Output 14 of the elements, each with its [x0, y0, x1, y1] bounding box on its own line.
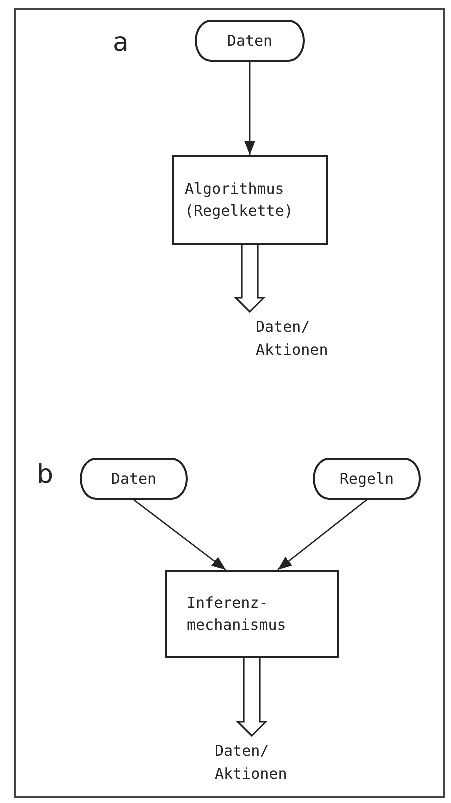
terminal-shape: Daten [80, 458, 188, 500]
block-arrow [236, 657, 268, 738]
process-box: Algorithmus (Regelkette) [172, 155, 328, 245]
block-arrow [234, 244, 266, 314]
panel-letter: a [113, 28, 129, 58]
arrow [278, 499, 368, 571]
arrow [134, 499, 226, 571]
output-text: Daten/ Aktionen [215, 740, 305, 796]
process-box: Inferenz- mechanismus [165, 570, 339, 658]
panel-letter: b [37, 460, 54, 490]
arrow [244, 62, 256, 155]
terminal-shape: Regeln [313, 458, 421, 500]
output-text: Daten/ Aktionen [256, 316, 346, 372]
terminal-shape: Daten [195, 20, 305, 62]
